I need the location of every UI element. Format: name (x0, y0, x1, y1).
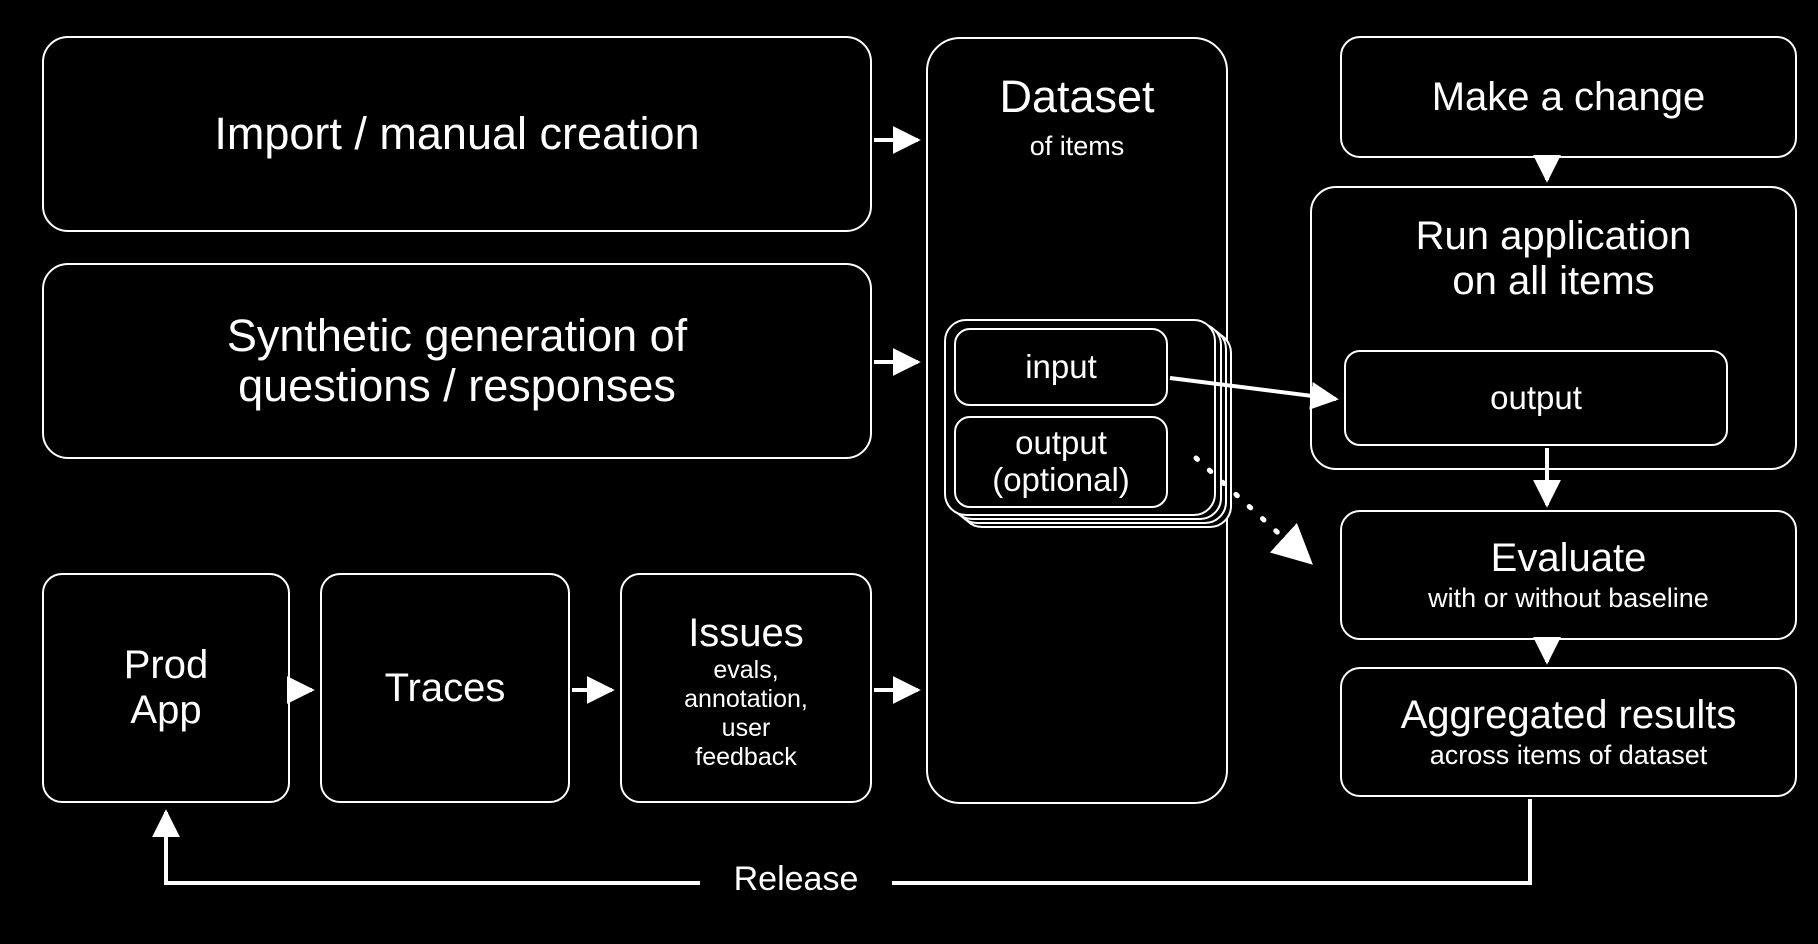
node-aggregated-results[interactable]: Aggregated results across items of datas… (1340, 667, 1797, 797)
node-aggregated-results-title: Aggregated results (1400, 693, 1737, 738)
edge-release-left-segment (152, 809, 700, 885)
node-synthetic-line1: Synthetic generation of (226, 309, 688, 361)
run-application-output-box[interactable]: output (1344, 350, 1728, 446)
node-evaluate[interactable]: Evaluate with or without baseline (1340, 510, 1797, 640)
node-traces-label: Traces (384, 665, 506, 710)
node-import-label: Import / manual creation (214, 107, 700, 159)
node-issues-title: Issues (688, 610, 804, 655)
node-prod-app-line1: Prod (123, 643, 209, 688)
node-run-application-line2: on all items (1452, 258, 1655, 303)
dataset-item-output-label: output (1015, 424, 1107, 462)
dataset-item-output-box[interactable]: output (optional) (954, 416, 1168, 508)
node-aggregated-results-subtitle: across items of dataset (1429, 740, 1708, 771)
dataset-item-input-box[interactable]: input (954, 328, 1168, 406)
node-synthetic-line2: questions / responses (238, 360, 676, 411)
edge-release-label: Release (700, 860, 892, 899)
node-evaluate-subtitle: with or without baseline (1428, 583, 1709, 614)
node-run-application-line1: Run application (1415, 214, 1692, 258)
node-import-manual-creation[interactable]: Import / manual creation (42, 36, 872, 232)
dataset-item-input-label: input (1025, 347, 1097, 385)
node-make-a-change[interactable]: Make a change (1340, 36, 1797, 158)
node-make-a-change-label: Make a change (1431, 74, 1706, 119)
node-prod-app-line2: App (130, 688, 202, 732)
node-issues-detail-1: annotation, (684, 685, 808, 714)
node-issues-detail-2: user (721, 714, 771, 743)
dataset-item-output-note: (optional) (992, 461, 1130, 498)
node-issues-detail-0: evals, (713, 656, 779, 685)
node-issues-detail-3: feedback (695, 743, 797, 772)
edge-release-right-segment (880, 799, 1532, 885)
node-dataset-subtitle: of items (1029, 131, 1125, 161)
node-traces[interactable]: Traces (320, 573, 570, 803)
node-dataset-title: Dataset (999, 71, 1155, 122)
run-application-output-label: output (1490, 378, 1582, 416)
node-synthetic-generation[interactable]: Synthetic generation of questions / resp… (42, 263, 872, 459)
node-issues[interactable]: Issues evals, annotation, user feedback (620, 573, 872, 803)
node-evaluate-title: Evaluate (1490, 536, 1647, 581)
node-prod-app[interactable]: Prod App (42, 573, 290, 803)
